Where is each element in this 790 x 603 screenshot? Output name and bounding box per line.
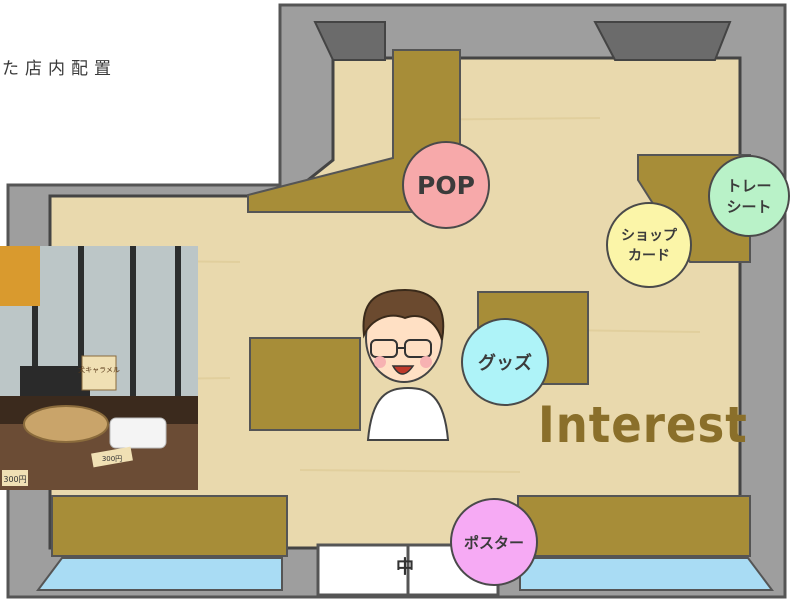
bench-right	[517, 495, 751, 557]
shop-card-label: ショップ カード	[621, 228, 677, 264]
bench-left	[51, 495, 288, 557]
store-photo: 犬キャラメル 300円 300円	[0, 246, 198, 490]
photo-price-2: 300円	[102, 455, 122, 463]
shop-card-bubble: ショップ カード	[606, 202, 692, 288]
photo-price-1: 300円	[3, 475, 26, 484]
left-table	[249, 337, 361, 431]
tray-seat-bubble: トレー シート	[708, 155, 790, 237]
interest-label: Interest	[538, 396, 748, 454]
poster-bubble: ポスター	[450, 498, 538, 586]
window-right	[519, 557, 774, 591]
pop-bubble: POP	[402, 141, 490, 229]
photo-sign: 犬キャラメル	[78, 365, 120, 374]
vent-right	[593, 21, 732, 61]
goods-label: グッズ	[478, 353, 532, 374]
poster-label: ポスター	[463, 533, 524, 552]
goods-bubble: グッズ	[461, 318, 549, 406]
door-sign: 中	[396, 557, 414, 578]
tray-seat-label: トレー シート	[726, 177, 772, 216]
page-caption: た店内配置	[2, 59, 117, 79]
vent-left	[313, 21, 386, 61]
person-illustration	[362, 288, 450, 441]
window-left	[36, 557, 283, 591]
pop-label: POP	[417, 170, 475, 200]
